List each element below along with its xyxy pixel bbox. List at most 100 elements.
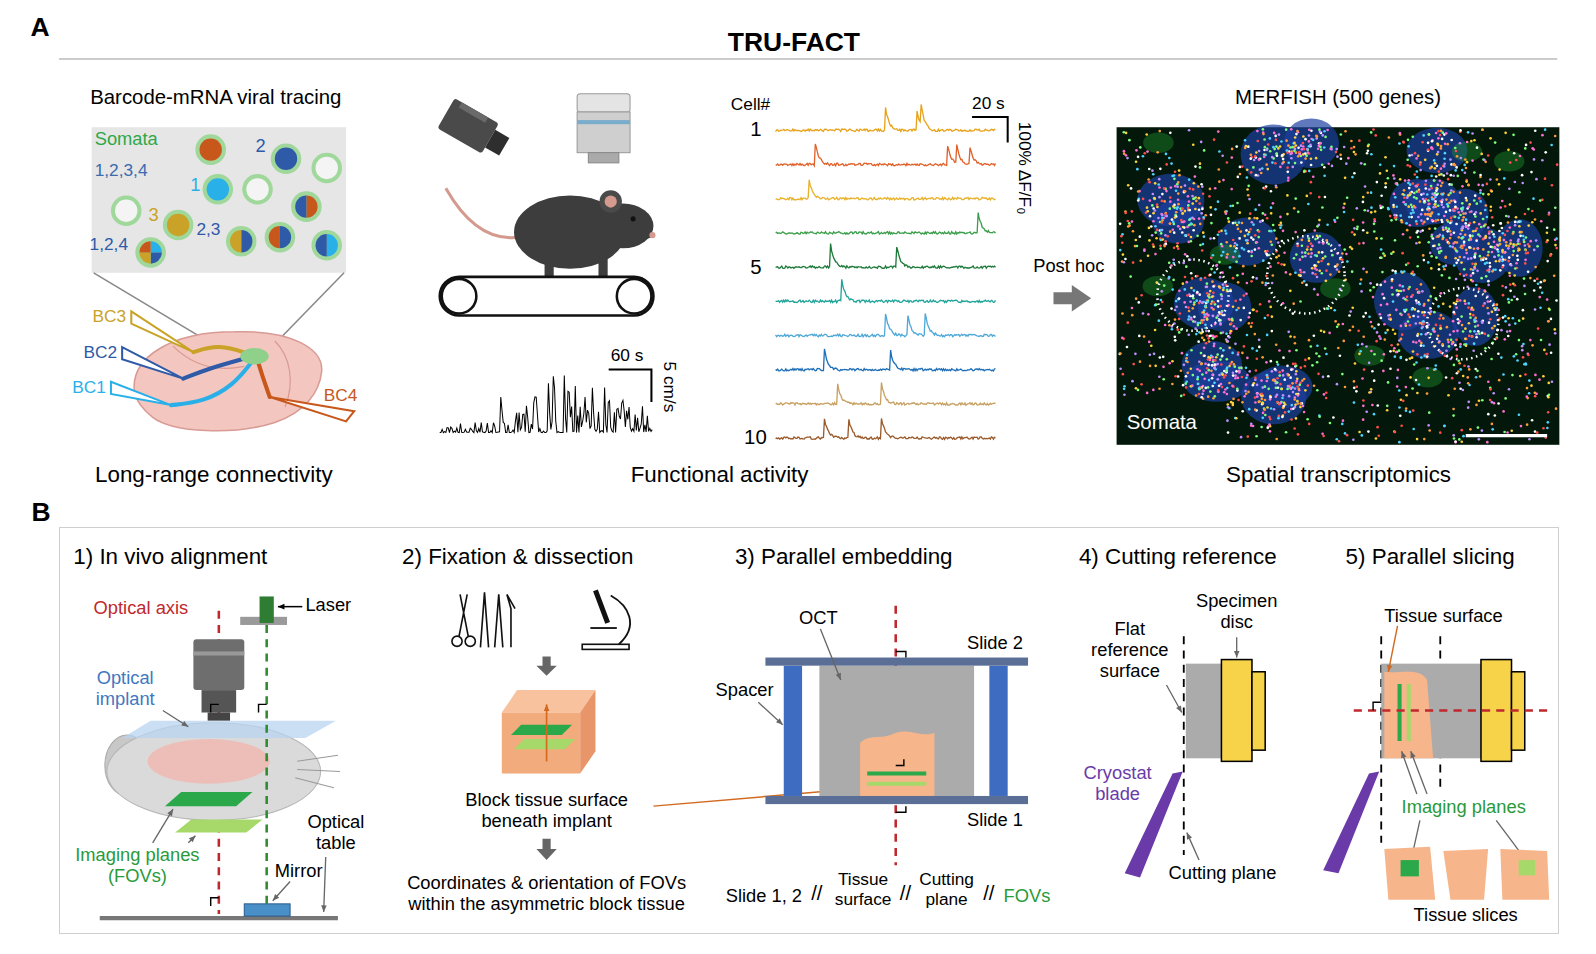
transcript-dot — [1455, 150, 1458, 153]
transcript-dot — [1254, 248, 1257, 251]
transcript-dot — [1163, 245, 1166, 248]
transcript-dot — [1273, 132, 1276, 135]
transcript-dot — [1321, 134, 1324, 137]
transcript-dot — [1248, 408, 1251, 411]
transcript-dot — [1454, 206, 1457, 209]
transcript-dot — [1505, 241, 1508, 244]
transcript-dot — [1499, 222, 1502, 225]
transcript-dot — [1315, 157, 1318, 160]
transcript-dot — [1265, 361, 1268, 364]
transcript-dot — [1440, 314, 1443, 317]
transcript-dot — [1271, 161, 1274, 164]
objective — [577, 112, 630, 153]
transcript-dot — [1325, 239, 1328, 242]
transcript-dot — [1224, 374, 1227, 377]
transcript-dot — [1218, 231, 1221, 234]
transcript-dot — [1269, 418, 1272, 421]
transcript-dot — [1411, 308, 1414, 311]
barcode-fill — [151, 252, 162, 263]
transcript-dot — [1356, 225, 1359, 228]
barcode-fill — [200, 138, 222, 160]
transcript-dot — [1452, 320, 1455, 323]
transcript-dot — [1189, 300, 1192, 303]
transcript-dot — [1201, 208, 1204, 211]
transcript-dot — [1343, 146, 1346, 149]
transcript-dot — [1546, 226, 1549, 229]
transcript-dot — [1169, 196, 1172, 199]
transcript-dot — [1318, 224, 1321, 227]
transcript-dot — [1266, 374, 1269, 377]
transcript-dot — [1307, 245, 1310, 248]
transcript-dot — [1321, 251, 1324, 254]
transcript-dot — [1280, 388, 1283, 391]
transcript-dot — [1496, 178, 1499, 181]
transcript-dot — [1198, 369, 1201, 372]
transcript-dot — [1184, 210, 1187, 213]
transcript-dot — [1406, 295, 1409, 298]
transcript-dot — [1206, 334, 1209, 337]
transcript-dot — [1475, 211, 1478, 214]
transcript-dot — [1500, 329, 1503, 332]
transcript-dot — [1433, 179, 1436, 182]
transcript-dot — [1256, 392, 1259, 395]
transcript-dot — [1197, 340, 1200, 343]
transcript-dot — [1308, 357, 1311, 360]
transcript-dot — [1454, 169, 1457, 172]
transcript-dot — [1459, 273, 1462, 276]
transcript-dot — [1409, 324, 1412, 327]
transcript-dot — [1391, 278, 1394, 281]
transcript-dot — [1297, 402, 1300, 405]
transcript-dot — [1249, 228, 1252, 231]
transcript-dot — [1394, 239, 1397, 242]
transcript-dot — [1549, 254, 1552, 257]
transcript-dot — [1358, 431, 1361, 434]
transcript-dot — [1207, 314, 1210, 317]
calcium-trace — [776, 279, 996, 302]
transcript-dot — [1448, 277, 1451, 280]
transcript-dot — [1199, 223, 1202, 226]
barcode-fill — [269, 226, 280, 248]
transcript-dot — [1182, 384, 1185, 387]
scale-bar — [609, 369, 652, 402]
transcript-dot — [1387, 314, 1390, 317]
transcript-dot — [1445, 211, 1448, 214]
transcript-dot — [1456, 298, 1459, 301]
barcode-fill — [327, 234, 338, 256]
transcript-dot — [1403, 309, 1406, 312]
transcript-dot — [1295, 370, 1298, 373]
transcript-dot — [1416, 265, 1419, 268]
transcript-dot — [1156, 229, 1159, 232]
transcript-dot — [1384, 186, 1387, 189]
transcript-dot — [1445, 239, 1448, 242]
transcript-dot — [1517, 259, 1520, 262]
transcript-dot — [1251, 347, 1254, 350]
transcript-dot — [1498, 168, 1501, 171]
transcript-dot — [1267, 387, 1270, 390]
transcript-dot — [1322, 242, 1325, 245]
transcript-dot — [1186, 294, 1189, 297]
transcript-dot — [1440, 147, 1443, 150]
transcript-dot — [1187, 195, 1190, 198]
transcript-dot — [1412, 211, 1415, 214]
autofluorescence — [1354, 345, 1385, 365]
transcript-dot — [1491, 251, 1494, 254]
transcript-dot — [1317, 261, 1320, 264]
transcript-dot — [1281, 369, 1284, 372]
mouse-leg — [545, 260, 554, 277]
transcript-dot — [1149, 365, 1152, 368]
transcript-dot — [1213, 366, 1216, 369]
transcript-dot — [1206, 292, 1209, 295]
transcript-dot — [1246, 168, 1249, 171]
transcript-dot — [1430, 187, 1433, 190]
transcript-dot — [1472, 230, 1475, 233]
transcript-dot — [1427, 149, 1430, 152]
transcript-dot — [1514, 224, 1517, 227]
transcript-dot — [1256, 384, 1259, 387]
transcript-dot — [1493, 235, 1496, 238]
transcript-dot — [1507, 260, 1510, 263]
transcript-dot — [1498, 238, 1501, 241]
transcript-dot — [1556, 163, 1559, 166]
transcript-dot — [1256, 130, 1259, 133]
transcript-dot — [1527, 224, 1530, 227]
transcript-dot — [1437, 213, 1440, 216]
